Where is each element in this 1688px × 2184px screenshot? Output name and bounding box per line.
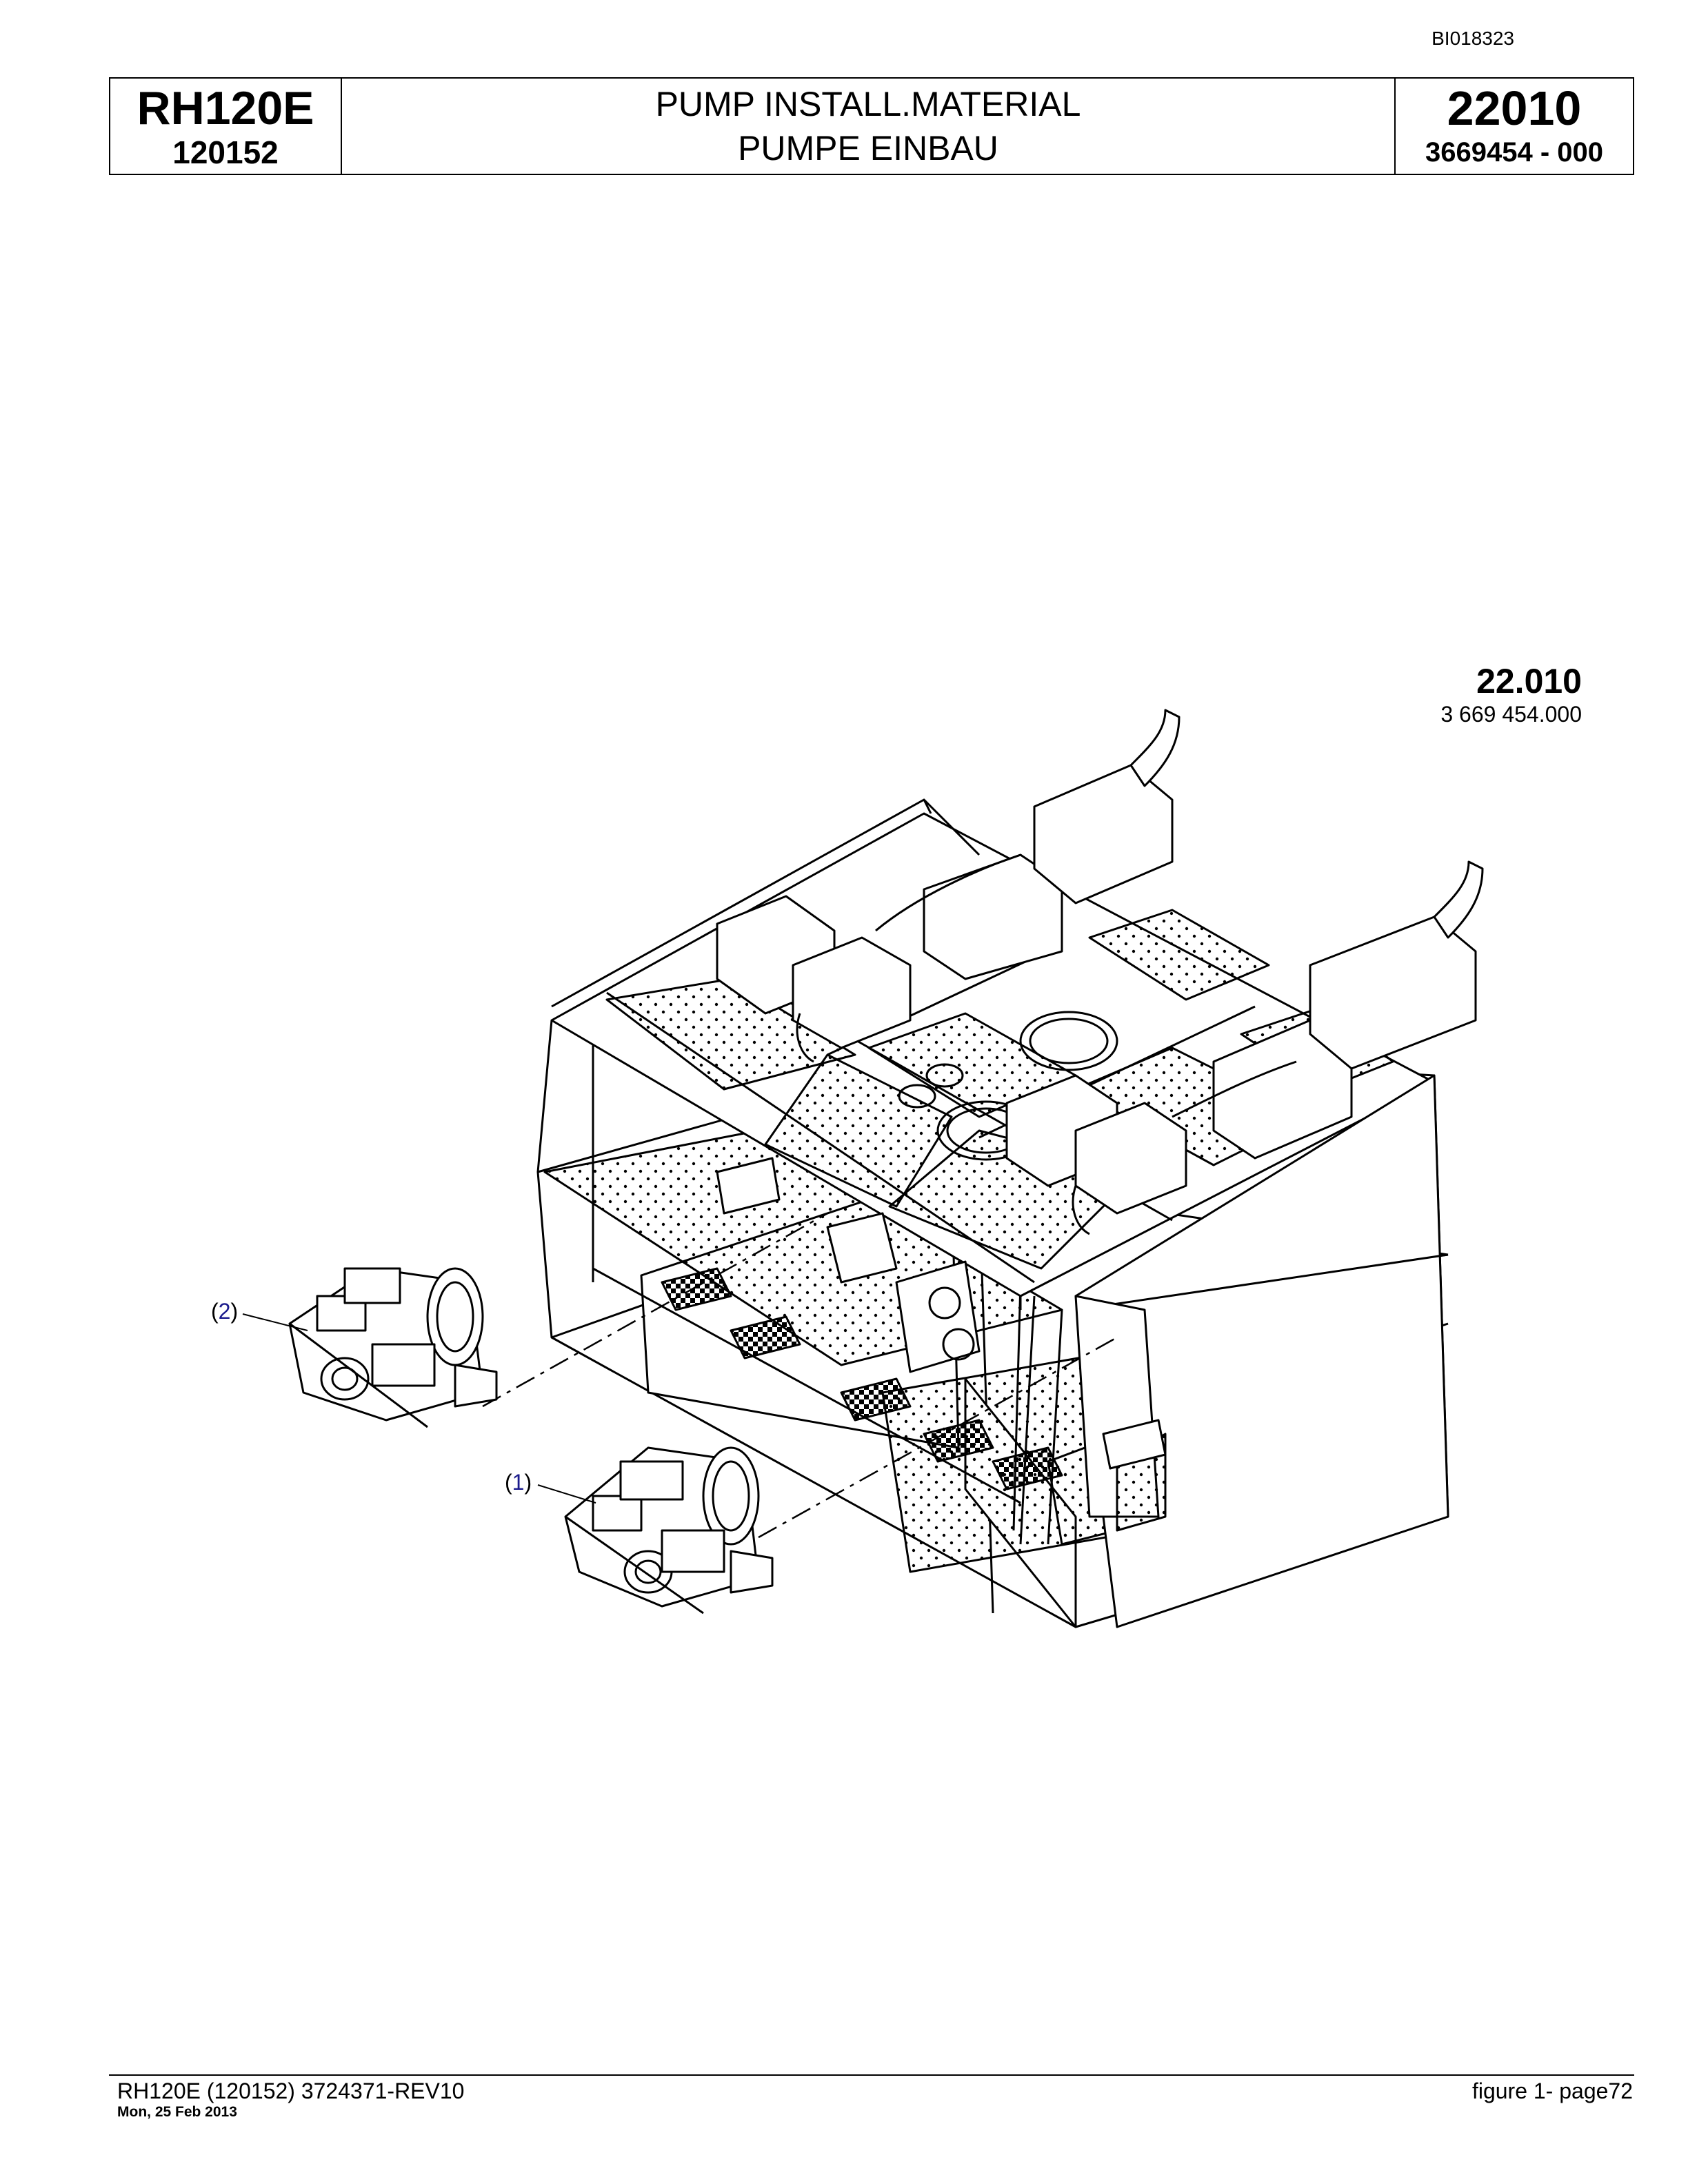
serial-number: 120152 xyxy=(172,134,279,170)
assembly-lines xyxy=(482,1212,1118,1539)
callout-number: 2 xyxy=(218,1299,231,1324)
pump-assembly-2 xyxy=(288,1267,498,1428)
callout-number: 1 xyxy=(512,1470,525,1495)
footer-document-ref: RH120E (120152) 3724371-REV10 xyxy=(117,2079,465,2103)
group-cell: 22010 3669454 - 000 xyxy=(1396,79,1633,174)
cooler-boxes xyxy=(716,709,1484,1235)
title-english: PUMP INSTALL.MATERIAL xyxy=(655,85,1081,123)
title-german: PUMPE EINBAU xyxy=(738,129,998,168)
title-block: RH120E 120152 PUMP INSTALL.MATERIAL PUMP… xyxy=(109,77,1634,175)
group-number: 22010 xyxy=(1447,81,1582,135)
footer-divider xyxy=(109,2074,1634,2076)
model-name: RH120E xyxy=(137,82,314,134)
figure-part-number: 3 669 454.000 xyxy=(1440,702,1582,727)
walkways xyxy=(661,1267,1063,1490)
side-wall xyxy=(1074,1074,1449,1628)
footer-page-ref: figure 1- page72 xyxy=(1471,2079,1633,2103)
part-number: 3669454 - 000 xyxy=(1425,137,1603,168)
pump-brackets xyxy=(716,1157,1167,1470)
document-id: BI018323 xyxy=(1431,28,1514,49)
leader-lines xyxy=(242,1313,596,1504)
figure-label: 22.010 3 669 454.000 xyxy=(1440,662,1582,728)
footer-date: Mon, 25 Feb 2013 xyxy=(117,2104,237,2120)
model-cell: RH120E 120152 xyxy=(110,79,342,174)
title-cell: PUMP INSTALL.MATERIAL PUMPE EINBAU xyxy=(342,79,1396,174)
callout-1: (1) xyxy=(505,1470,532,1495)
callout-2: (2) xyxy=(211,1299,239,1324)
pump-assembly-1 xyxy=(564,1446,774,1615)
figure-group-number: 22.010 xyxy=(1476,662,1582,700)
